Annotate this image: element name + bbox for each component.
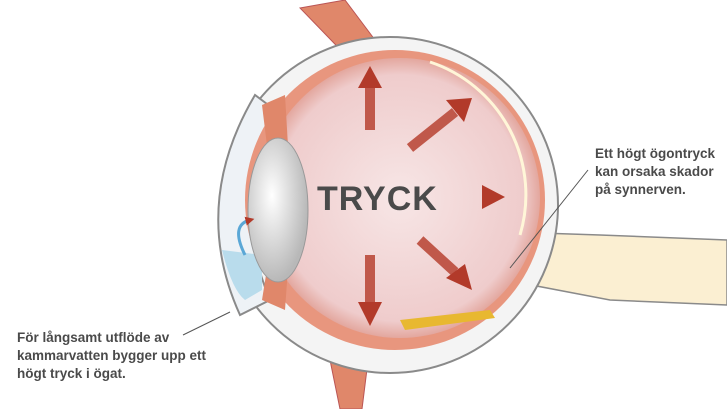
pressure-arrows [365,85,485,305]
arrowhead-up-right [446,98,472,122]
arrowhead-right [482,185,505,209]
flow-arrow [237,216,255,256]
arrow-up-right [406,108,459,152]
pressure-label: TRYCK [317,180,438,218]
arrowhead-down [358,302,382,326]
arrow-down-right [416,236,459,276]
arrowhead-up [358,66,382,88]
annotation-outflow: För långsamt utflöde av kammarvatten byg… [17,330,207,381]
retina-yellow [400,310,495,330]
aqueous-humor [222,250,262,300]
arrowhead-down-right [446,264,472,290]
lens [247,137,309,283]
annotation-optic-nerve: Ett högt ögontryck kan orsaka skador på … [595,146,715,197]
pointer-line-left [182,311,231,336]
retina-line [429,60,528,236]
pointer-line-right [509,169,589,269]
vitreous-body [260,58,540,338]
